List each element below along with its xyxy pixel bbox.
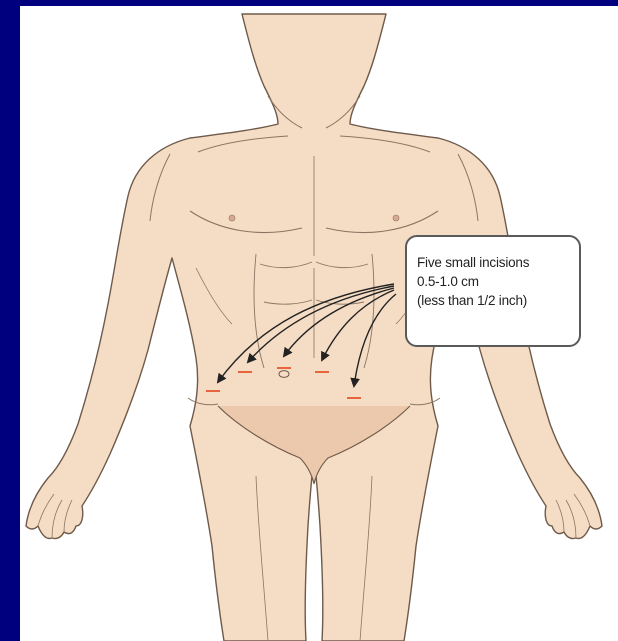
nipple-left <box>229 215 235 221</box>
navel <box>279 371 289 378</box>
nipple-right <box>393 215 399 221</box>
diagram-panel: Five small incisions 0.5-1.0 cm (less th… <box>20 6 618 641</box>
incision-callout: Five small incisions 0.5-1.0 cm (less th… <box>405 235 581 347</box>
callout-line-3: (less than 1/2 inch) <box>417 291 579 310</box>
callout-line-2: 0.5-1.0 cm <box>417 272 579 291</box>
callout-line-1: Five small incisions <box>417 253 579 272</box>
